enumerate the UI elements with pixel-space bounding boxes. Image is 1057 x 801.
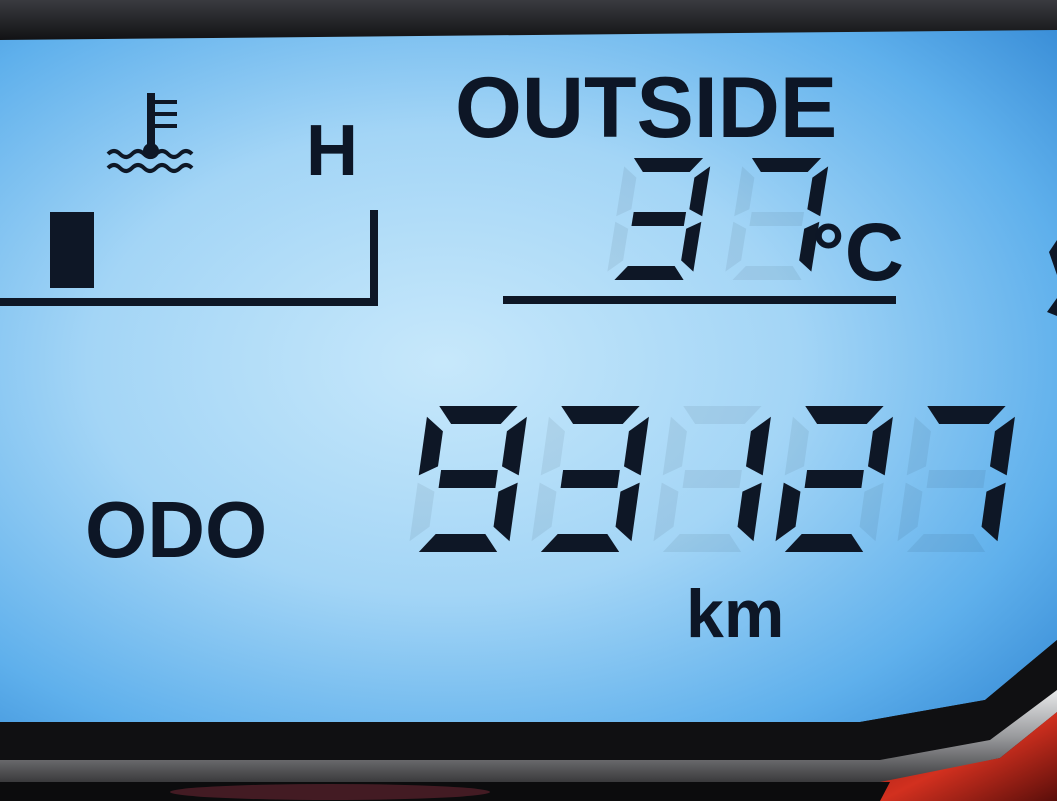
digit-segment-g [926,470,986,488]
digit-segment-f [662,416,687,476]
digit-segment-f [784,416,809,476]
outside-label: OUTSIDE [455,60,837,156]
odometer-digit [775,406,893,552]
digit-segment-f [906,416,931,476]
right-edge-arrow-icon [1049,240,1057,275]
digit-segment-e [409,482,435,542]
digit-segment-g [631,212,687,226]
digit-segment-b [807,166,829,217]
digit-segment-c [681,221,702,272]
digit-segment-e [653,482,679,542]
digit-segment-c [493,482,518,542]
digit-segment-c [859,482,884,542]
digit-segment-a [561,406,640,424]
digit-segment-e [725,221,747,272]
digit-segment-b [867,416,893,476]
digit-segment-b [689,166,711,217]
digit-segment-f [734,166,755,217]
digit-segment-b [623,416,649,476]
digit-segment-d [784,534,864,552]
digit-segment-d [540,534,620,552]
digit-segment-a [751,158,822,172]
outside-underline [503,296,896,304]
odometer-unit: km [686,576,784,652]
coolant-temperature-icon [106,93,194,173]
digit-segment-a [633,158,704,172]
digit-segment-e [897,482,923,542]
digit-segment-c [615,482,640,542]
digit-segment-c [799,221,820,272]
digit-segment-c [737,482,762,542]
digit-segment-d [418,534,498,552]
digit-segment-b [989,416,1015,476]
odometer-value [409,406,1015,552]
digit-segment-d [614,266,684,280]
temperature-high-label: H [306,111,358,191]
digit-segment-d [906,534,986,552]
right-edge-arrow-icon [1047,298,1057,316]
odometer-label: ODO [85,485,267,574]
outside-temperature-value [607,158,829,280]
digit-segment-d [732,266,802,280]
temperature-gauge-level [50,212,94,288]
digit-segment-g [560,470,620,488]
digit-segment-g [804,470,864,488]
outside-digit [607,158,711,280]
digit-segment-b [501,416,527,476]
odometer-digit [409,406,527,552]
digit-segment-a [683,406,762,424]
digit-segment-f [616,166,637,217]
odometer-digit [897,406,1015,552]
digit-segment-f [540,416,565,476]
odometer-digit [653,406,771,552]
odometer-digit [531,406,649,552]
digit-segment-e [775,482,801,542]
digit-segment-a [439,406,518,424]
digit-segment-c [981,482,1006,542]
digit-segment-g [749,212,805,226]
outside-temperature-unit: °C [812,207,904,298]
outside-digit [725,158,829,280]
digit-segment-f [418,416,443,476]
digit-segment-b [745,416,771,476]
digit-segment-a [927,406,1006,424]
digit-segment-a [805,406,884,424]
digit-segment-e [531,482,557,542]
digit-segment-d [662,534,742,552]
digit-segment-g [438,470,498,488]
digit-segment-e [607,221,629,272]
digit-segment-g [682,470,742,488]
